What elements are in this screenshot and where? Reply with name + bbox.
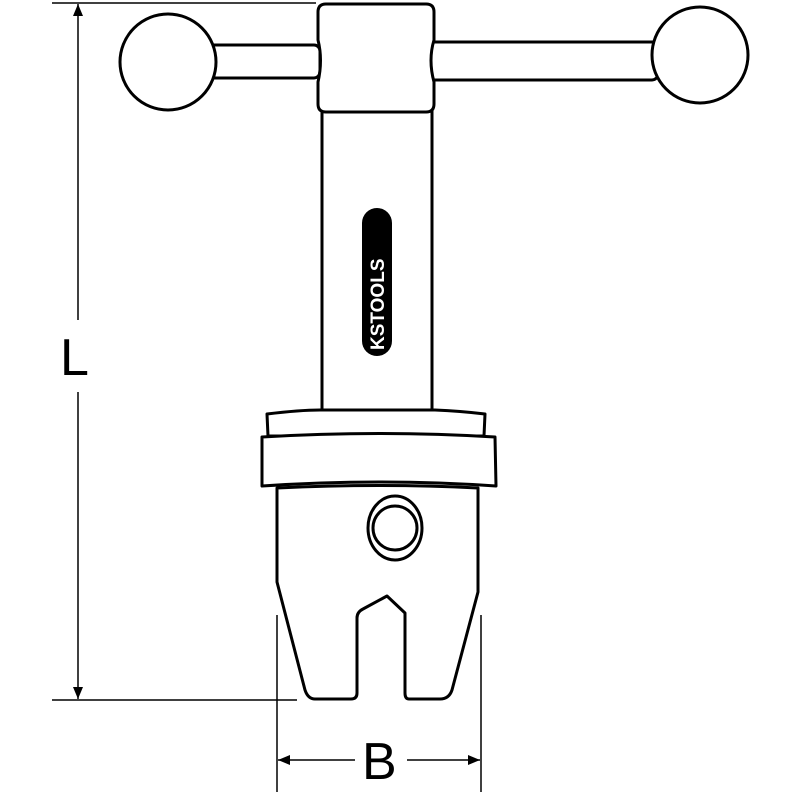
handle-ball-left [118, 12, 218, 112]
handle-hub [316, 2, 436, 114]
dimension-length: L [52, 2, 316, 701]
upper-flange [265, 408, 487, 438]
brand-logo: KSTOOLS [362, 208, 392, 356]
svg-text:KSTOOLS: KSTOOLS [368, 259, 389, 351]
width-label: B [362, 733, 397, 791]
handle-ball-right [650, 5, 750, 105]
handle-bar-right [426, 40, 660, 82]
dimension-width: B [276, 615, 482, 792]
lower-ring [260, 432, 498, 488]
handle-bar-left [203, 43, 322, 80]
length-label: L [60, 329, 89, 387]
socket-body [275, 484, 480, 701]
t-handle [118, 2, 750, 414]
pin-hole-inner [371, 504, 419, 552]
